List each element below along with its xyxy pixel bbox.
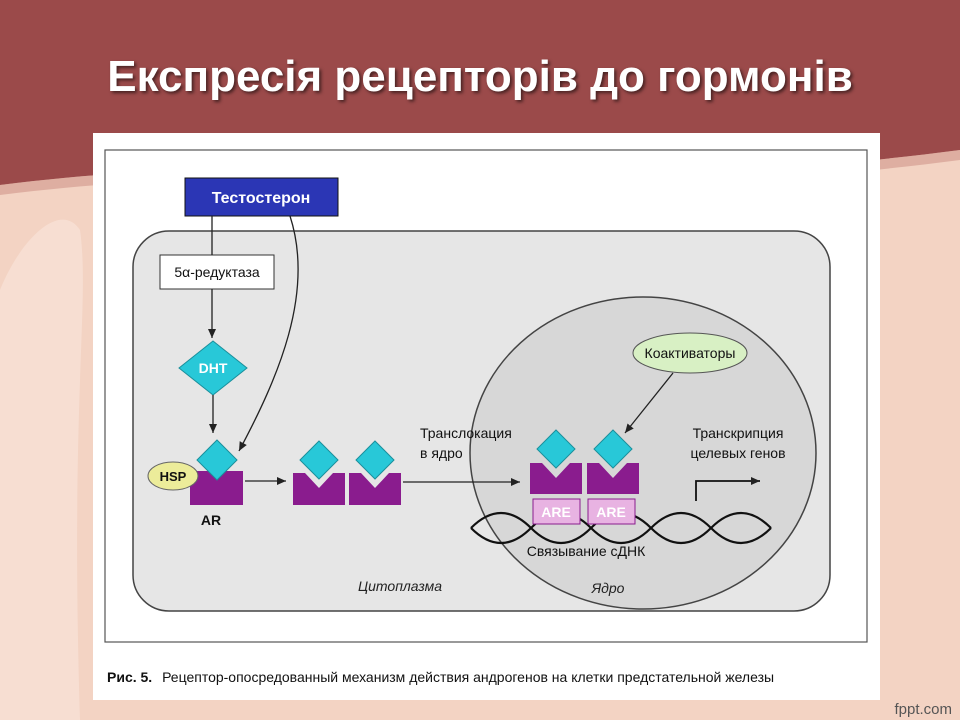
cytoplasm-receptor-2 [293, 473, 345, 505]
coactivators-label: Коактиваторы [645, 345, 736, 361]
nuclear-receptor-2 [587, 463, 639, 494]
ar-label: AR [201, 512, 221, 528]
reductase-label: 5α-редуктаза [174, 264, 260, 280]
silhouette-decoration [0, 219, 83, 720]
androgen-receptor-1 [190, 471, 243, 505]
transcription-start-arrow [695, 477, 760, 501]
nuclear-receptor-1 [530, 463, 582, 494]
translocation-label-2: в ядро [420, 445, 463, 461]
ligand-diamond-5 [593, 429, 633, 469]
dna-strand-2 [470, 512, 772, 544]
nucleus [469, 296, 817, 610]
reductase-box [159, 254, 275, 290]
testosterone-label: Тестостерон [212, 190, 311, 207]
cytoplasm-label: Цитоплазма [358, 578, 442, 594]
arrow-testosterone-to-receptor [238, 215, 299, 452]
are-label-1: ARE [541, 504, 571, 520]
ligand-diamond-3 [355, 440, 395, 480]
are-box-1 [532, 498, 581, 525]
transcription-label-2: целевых генов [690, 445, 785, 461]
dna-binding-label: Связывание сДНК [527, 543, 646, 559]
androgen-mechanism-diagram: Тестостерон 5α-редуктаза DHT HSP AR Тран… [104, 149, 868, 685]
slide-title: Експресія рецепторів до гормонів [107, 52, 853, 101]
hsp-ellipse [147, 461, 199, 491]
caption-text: Рецептор-опосредованный механизм действи… [162, 669, 774, 685]
caption-prefix: Рис. 5. [107, 669, 152, 685]
ligand-diamond-2 [299, 440, 339, 480]
ligand-diamond-4 [536, 429, 576, 469]
are-label-2: ARE [596, 504, 626, 520]
figure-caption: Рис. 5. Рецептор-опосредованный механизм… [107, 669, 774, 685]
coactivators-ellipse [632, 332, 748, 374]
watermark: fppt.com [894, 701, 952, 718]
nucleus-label: Ядро [591, 580, 625, 596]
testosterone-box [184, 177, 339, 217]
arrow-coactivators-to-receptor [624, 372, 674, 434]
cytoplasm-receptor-3 [349, 473, 401, 505]
are-box-2 [587, 498, 636, 525]
translocation-label-1: Транслокация [420, 425, 512, 441]
figure-panel: Тестостерон 5α-редуктаза DHT HSP AR Тран… [93, 133, 880, 700]
ligand-diamond-1 [196, 439, 238, 481]
transcription-label-1: Транскрипция [693, 425, 784, 441]
dht-label: DHT [199, 360, 228, 376]
hsp-label: HSP [160, 469, 187, 484]
